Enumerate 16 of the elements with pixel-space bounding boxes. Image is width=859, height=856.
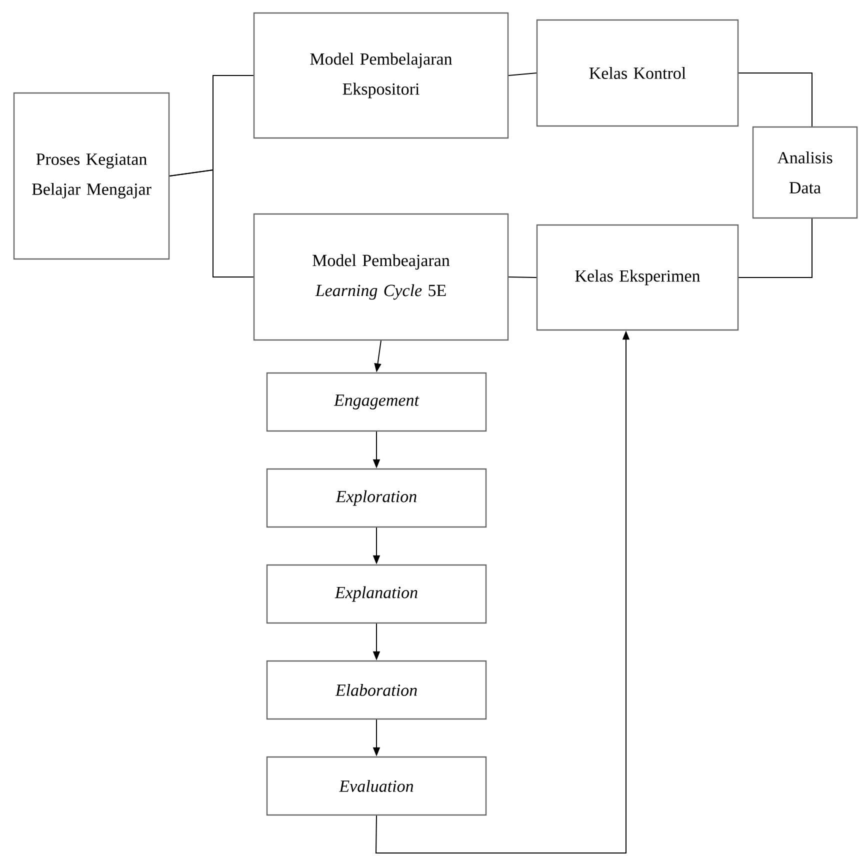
process-box: Kelas Kontrol [536,19,739,127]
connector-line [508,276,537,278]
process-box: Proses Kegiatan Belajar Mengajar [13,92,170,260]
process-box: Exploration [266,468,487,528]
process-box: Model Pembeajaran Learning Cycle 5E [253,213,509,341]
connector-line [738,72,812,127]
process-box: Engagement [266,372,487,432]
connector-line [738,218,812,278]
process-box: Evaluation [266,756,487,816]
process-box: Elaboration [266,660,487,720]
process-box: Analisis Data [752,126,858,219]
process-box: Explanation [266,564,487,624]
connector-line [169,169,254,278]
process-box: Kelas Eksperimen [536,224,739,331]
process-box: Model Pembelajaran Ekspositori [253,12,509,139]
connector-line [508,72,537,76]
